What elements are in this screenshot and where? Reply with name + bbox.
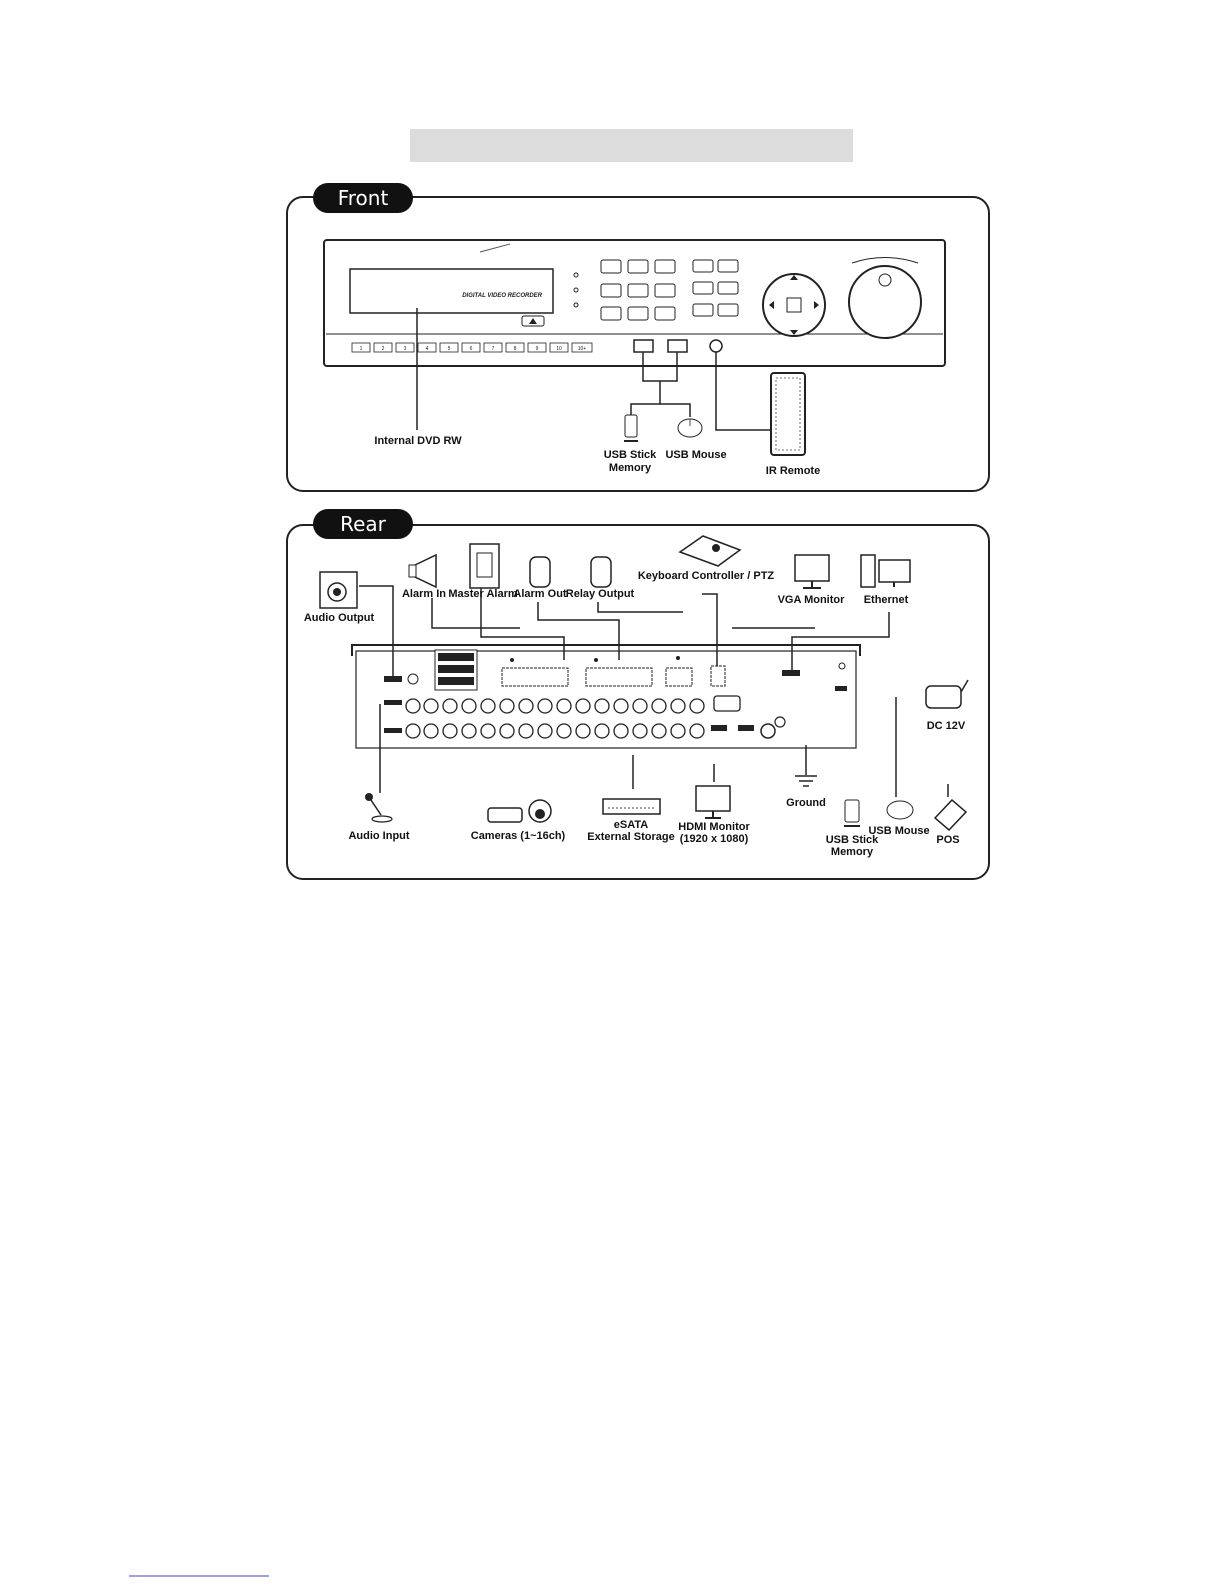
ethernet-pc-icon bbox=[860, 554, 911, 588]
label-pos: POS bbox=[936, 834, 959, 846]
label-audio-input: Audio Input bbox=[348, 830, 409, 842]
vga-monitor-icon bbox=[794, 554, 830, 589]
label-usb-stick-front-2: Memory bbox=[609, 462, 652, 474]
svg-text:4: 4 bbox=[426, 346, 429, 352]
svg-text:5: 5 bbox=[448, 346, 451, 352]
channel-buttons: 1 2 3 4 5 6 7 8 9 10 10+ bbox=[351, 342, 593, 353]
label-relay-output: Relay Output bbox=[566, 588, 635, 600]
svg-text:10: 10 bbox=[556, 346, 562, 352]
label-usb-stick-rear-2: Memory bbox=[831, 846, 874, 858]
hdmi-monitor-icon bbox=[695, 785, 731, 819]
vga-port bbox=[713, 695, 741, 712]
front-tab-label: Front bbox=[338, 186, 389, 210]
esata-storage-icon bbox=[602, 798, 661, 815]
dc-adapter-icon bbox=[925, 679, 969, 709]
label-esata-2: External Storage bbox=[587, 831, 674, 843]
camera-icon bbox=[487, 799, 552, 823]
rear-frame bbox=[286, 524, 990, 880]
dvr-rear-body bbox=[351, 644, 861, 656]
label-master-alarm: Master Alarm bbox=[448, 588, 518, 600]
alarm-in-icon bbox=[408, 553, 437, 589]
svg-text:9: 9 bbox=[536, 346, 539, 352]
alarm-out-icon bbox=[529, 556, 551, 588]
label-alarm-in: Alarm In bbox=[402, 588, 446, 600]
front-tab bbox=[313, 183, 413, 213]
ir-receiver bbox=[709, 339, 723, 353]
svg-text:8: 8 bbox=[514, 346, 517, 352]
label-keyboard-controller: Keyboard Controller / PTZ bbox=[638, 570, 775, 582]
function-buttons bbox=[600, 259, 676, 321]
label-usb-mouse-front: USB Mouse bbox=[665, 449, 726, 461]
front-panel-text: DIGITAL VIDEO RECORDER bbox=[462, 293, 542, 299]
label-ir-remote: IR Remote bbox=[766, 465, 820, 477]
terminal-blocks bbox=[501, 665, 726, 687]
rear-tab bbox=[313, 509, 413, 539]
dpad bbox=[762, 273, 826, 337]
label-vga-monitor: VGA Monitor bbox=[778, 594, 846, 606]
ir-remote-icon bbox=[770, 372, 806, 456]
usb-mouse-rear-icon bbox=[886, 800, 914, 820]
svg-text:7: 7 bbox=[492, 346, 495, 352]
microphone-icon bbox=[365, 793, 393, 823]
label-usb-mouse-rear: USB Mouse bbox=[868, 825, 929, 837]
speaker-icon bbox=[319, 571, 358, 609]
label-usb-stick-rear-1: USB Stick bbox=[826, 834, 879, 846]
playback-buttons bbox=[692, 259, 739, 317]
front-frame bbox=[286, 196, 990, 492]
label-internal-dvd: Internal DVD RW bbox=[374, 435, 462, 447]
svg-text:10+: 10+ bbox=[578, 346, 587, 352]
label-ethernet: Ethernet bbox=[864, 594, 909, 606]
label-audio-output: Audio Output bbox=[304, 612, 375, 624]
keyboard-controller-icon bbox=[678, 535, 742, 567]
label-ground: Ground bbox=[786, 797, 826, 809]
front-usb-port-1 bbox=[633, 339, 654, 353]
jog-shuttle bbox=[848, 257, 922, 339]
usb-stick-rear-icon bbox=[844, 799, 860, 827]
title-bar bbox=[410, 129, 853, 162]
label-alarm-out: Alarm Out bbox=[513, 588, 567, 600]
svg-text:6: 6 bbox=[470, 346, 473, 352]
dvd-window bbox=[349, 268, 554, 314]
master-alarm-icon bbox=[469, 543, 500, 589]
rear-section: Rear bbox=[286, 509, 990, 880]
label-usb-stick-front-1: USB Stick bbox=[604, 449, 657, 461]
pos-icon bbox=[933, 798, 968, 832]
label-esata-1: eSATA bbox=[614, 819, 648, 831]
svg-text:1: 1 bbox=[360, 346, 363, 352]
usb-stick-icon bbox=[624, 414, 638, 442]
bnc-connectors bbox=[405, 698, 705, 739]
front-usb-port-2 bbox=[667, 339, 688, 353]
rear-tab-label: Rear bbox=[340, 512, 387, 536]
ground-icon bbox=[795, 775, 817, 787]
svg-text:3: 3 bbox=[404, 346, 407, 352]
front-section: Front DIGITAL VIDEO RECORDER bbox=[286, 183, 990, 492]
svg-text:2: 2 bbox=[382, 346, 385, 352]
label-hdmi-1: HDMI Monitor bbox=[678, 821, 750, 833]
usb-mouse-icon bbox=[677, 418, 703, 438]
relay-output-icon bbox=[590, 556, 612, 588]
label-hdmi-2: (1920 x 1080) bbox=[680, 833, 749, 845]
label-cameras: Cameras (1~16ch) bbox=[471, 830, 566, 842]
label-dc-12v: DC 12V bbox=[927, 720, 966, 732]
